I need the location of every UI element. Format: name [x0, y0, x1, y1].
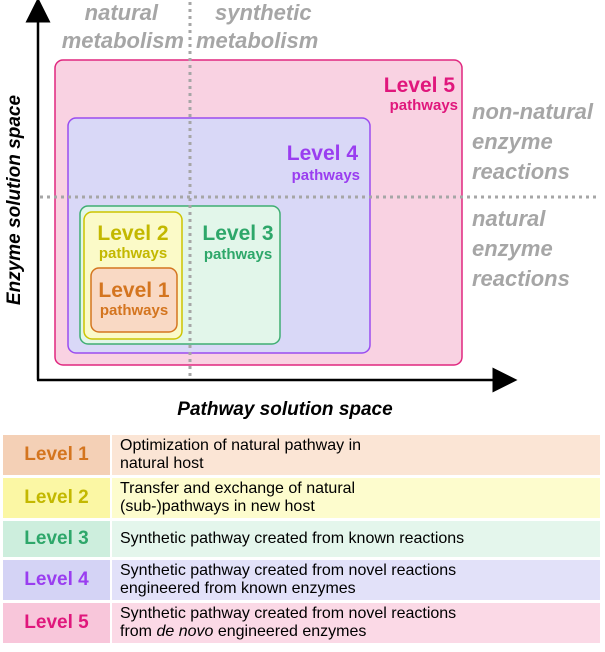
non-natural-line1: non-natural: [472, 99, 594, 124]
legend-level-cell: Level 4: [3, 560, 110, 600]
natural-metabolism-line1: natural: [85, 0, 159, 25]
x-axis-label: Pathway solution space: [177, 399, 393, 420]
level-4-sublabel: pathways: [292, 167, 360, 184]
level-5-sublabel: pathways: [390, 97, 458, 114]
level-5-label: Level 5: [384, 74, 456, 97]
legend-row: Level 1 Optimization of natural pathway …: [3, 435, 600, 475]
legend-description: Synthetic pathway created from novel rea…: [112, 603, 600, 643]
level-1-sublabel: pathways: [100, 302, 168, 319]
level-1-label: Level 1: [98, 279, 170, 302]
legend-row: Level 3 Synthetic pathway created from k…: [3, 521, 600, 557]
legend-description: Transfer and exchange of natural (sub-)p…: [112, 478, 600, 518]
non-natural-line2: enzyme: [472, 129, 553, 154]
natural-metabolism-line2: metabolism: [62, 28, 184, 53]
diagram-canvas: Enzyme solution space Pathway solution s…: [4, 0, 600, 420]
legend-row: Level 2 Transfer and exchange of natural…: [3, 478, 600, 518]
y-axis-label: Enzyme solution space: [4, 95, 25, 306]
legend-row: Level 4 Synthetic pathway created from n…: [3, 560, 600, 600]
level-2-sublabel: pathways: [99, 245, 167, 262]
natural-enzyme-line1: natural: [472, 206, 546, 231]
synthetic-metabolism-line2: metabolism: [196, 28, 318, 53]
level-3-label: Level 3: [202, 222, 273, 245]
legend-description: Synthetic pathway created from known rea…: [112, 521, 600, 557]
level-2-label: Level 2: [97, 222, 168, 245]
synthetic-metabolism-line1: synthetic: [215, 0, 312, 25]
legend-row: Level 5 Synthetic pathway created from n…: [3, 603, 600, 643]
legend-table: Level 1 Optimization of natural pathway …: [3, 435, 600, 646]
level-3-sublabel: pathways: [204, 246, 272, 263]
natural-enzyme-line3: reactions: [472, 266, 570, 291]
natural-enzyme-line2: enzyme: [472, 236, 553, 261]
level-4-label: Level 4: [287, 142, 359, 165]
legend-description: Synthetic pathway created from novel rea…: [112, 560, 600, 600]
legend-description: Optimization of natural pathway in natur…: [112, 435, 600, 475]
legend-level-cell: Level 5: [3, 603, 110, 643]
non-natural-line3: reactions: [472, 159, 570, 184]
legend-level-cell: Level 1: [3, 435, 110, 475]
legend-level-cell: Level 3: [3, 521, 110, 557]
legend-level-cell: Level 2: [3, 478, 110, 518]
level-1-box: [90, 267, 178, 333]
